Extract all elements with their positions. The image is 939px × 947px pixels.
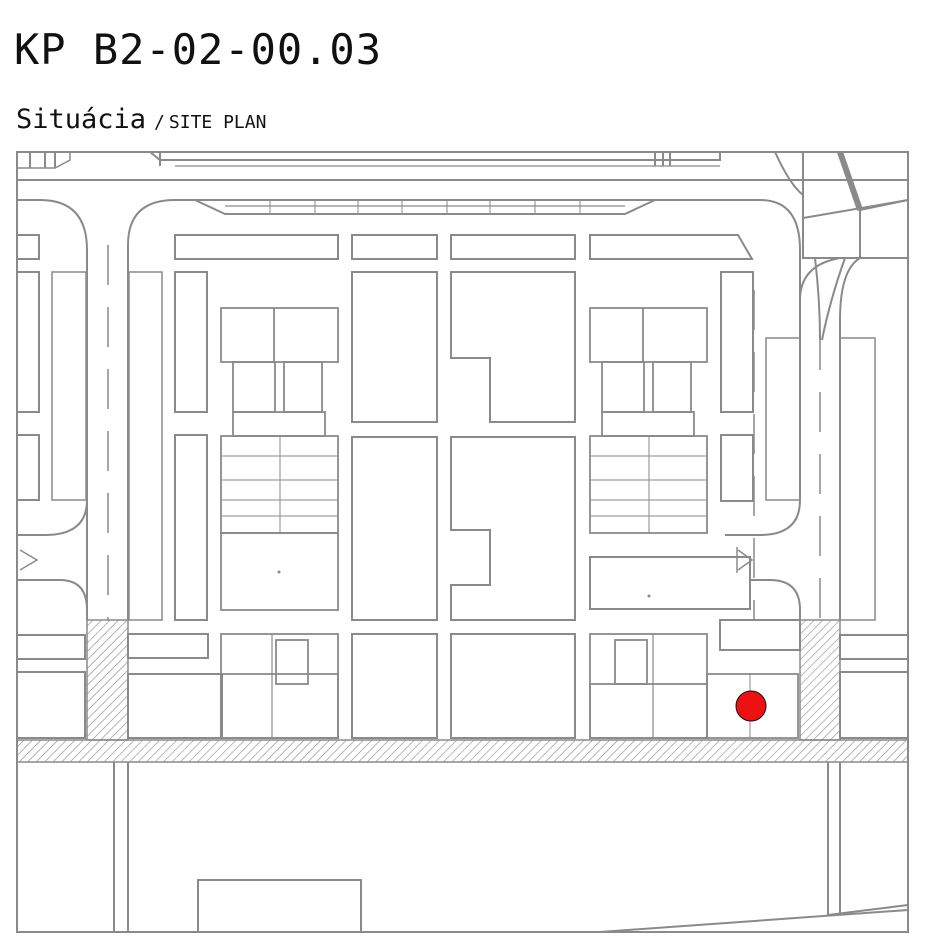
parking-right [765,337,876,621]
title-slovak: Situácia [16,104,147,135]
survey-point [277,570,281,574]
road-centerlines [107,245,821,620]
north-band [17,152,908,181]
building-east [589,307,799,739]
title-separator: / [154,112,165,133]
central-blocks [127,234,908,739]
sheet-code: KP B2-02-00.03 [14,25,383,74]
building-west [220,307,339,739]
hatched-walls [17,620,908,762]
survey-point [647,594,651,598]
sheet-header: KP B2-02-00.03 [14,22,382,78]
west-plots [17,234,86,739]
ring-road [17,199,908,620]
plan-linework [17,152,908,932]
title-english: SITE PLAN [168,112,267,133]
sheet-subtitle: Situácia /SITE PLAN [16,104,266,135]
southern-area [113,762,908,932]
northeast-structure [774,152,908,341]
parking-left [51,271,163,621]
location-marker [735,690,767,722]
drawing-frame [16,151,909,933]
entry-arrows [17,547,754,573]
